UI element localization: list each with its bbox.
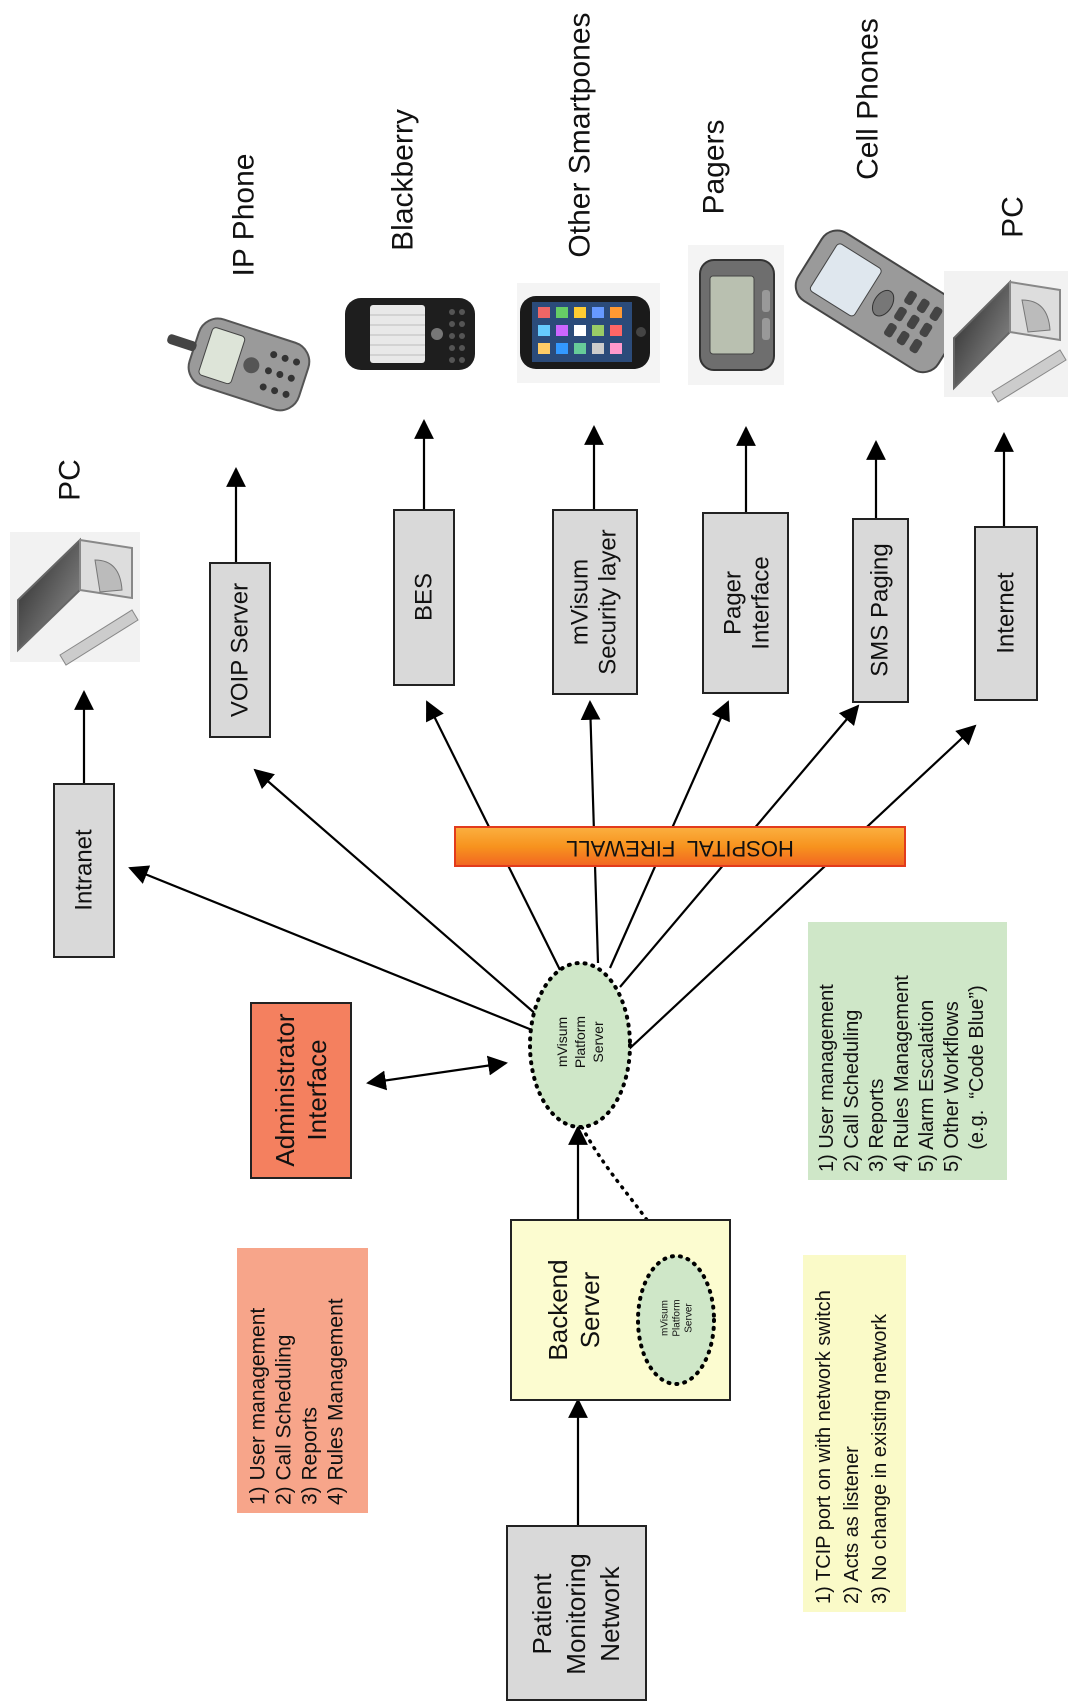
- backend-label-2: Server: [575, 1271, 605, 1348]
- device-label-pagers: Pagers: [698, 119, 731, 214]
- network-notes: 1) TCIP port on with network switch 2) A…: [803, 1255, 906, 1612]
- mvisum-platform-server: mVisum Platform Server: [528, 961, 632, 1129]
- pc-icon: [10, 532, 140, 666]
- gateway-intranet: Intranet: [53, 783, 115, 958]
- intranet-label: Intranet: [71, 829, 98, 911]
- platform-feature-5: 5) Alarm Escalation: [916, 1000, 938, 1172]
- arrow-admin-platform: [366, 1055, 508, 1091]
- admin-label-2: Interface: [302, 1039, 332, 1140]
- gateway-pager-interface: Pager Interface: [702, 512, 789, 694]
- platform-feature-3: 3) Reports: [866, 1079, 888, 1172]
- administrator-interface: Administrator Interface: [250, 1002, 352, 1179]
- voip-label: VOIP Server: [227, 583, 254, 717]
- arrow-to-internet: [627, 724, 977, 1051]
- admin-feature-4: 4) Rules Management: [325, 1298, 348, 1505]
- backend-server: Backend Server mVisum Platform Server: [510, 1219, 731, 1401]
- platform-label-3: Server: [590, 1021, 606, 1063]
- blackberry-icon: [345, 298, 475, 370]
- network-note-2: 2) Acts as listener: [841, 1446, 863, 1604]
- platform-feature-6: 5) Other Workflows: [941, 1001, 963, 1172]
- admin-feature-2: 2) Call Scheduling: [273, 1335, 296, 1505]
- firewall-label: HOSPITAL FIREWALL: [566, 836, 794, 861]
- platform-feature-1: 1) User management: [816, 984, 838, 1172]
- smartphone-icon: [517, 283, 660, 383]
- platform-feature-2: 2) Call Scheduling: [841, 1010, 863, 1172]
- admin-feature-1: 1) User management: [247, 1308, 270, 1505]
- device-label-blackberry: Blackberry: [387, 109, 420, 251]
- gateway-security-layer: mVisum Security layer: [552, 509, 638, 695]
- network-note-3: 3) No change in existing network: [869, 1313, 891, 1604]
- arrow-to-intranet: [128, 865, 533, 1032]
- pager-label-line1: Pager: [720, 571, 747, 635]
- patient-label-3: Network: [595, 1565, 625, 1661]
- security-label-line2: Security layer: [595, 529, 622, 674]
- device-label-cell-phones: Cell Phones: [852, 18, 885, 180]
- platform-label-1: mVisum: [554, 1017, 570, 1067]
- device-label-smartphones: Other Smartpones: [564, 12, 597, 257]
- device-label-pc-internet: PC: [997, 196, 1030, 238]
- cell-phone-icon: [794, 229, 966, 374]
- gateway-voip: VOIP Server: [209, 562, 271, 738]
- backend-label-1: Backend: [543, 1259, 573, 1360]
- ip-phone-icon: [167, 317, 311, 412]
- admin-feature-3: 3) Reports: [299, 1407, 322, 1505]
- admin-label-1: Administrator: [270, 1013, 300, 1166]
- gateway-bes: BES: [393, 509, 455, 686]
- device-label-ip-phone: IP Phone: [228, 154, 261, 277]
- internet-label: Internet: [993, 572, 1020, 654]
- gateway-sms-paging: SMS Paging: [852, 518, 909, 703]
- patient-label-2: Monitoring: [561, 1553, 591, 1674]
- pc-icon: [944, 271, 1068, 403]
- platform-feature-7: (e.g. “Code Blue”): [966, 985, 988, 1172]
- platform-features-note: 1) User management 2) Call Scheduling 3)…: [808, 922, 1007, 1180]
- pager-icon: [688, 245, 784, 385]
- platform-feature-4: 4) Rules Management: [891, 975, 913, 1172]
- hospital-firewall: HOSPITAL FIREWALL: [454, 826, 906, 867]
- patient-label-1: Patient: [527, 1573, 557, 1655]
- pager-label-line2: Interface: [748, 556, 775, 649]
- patient-monitoring-network: Patient Monitoring Network: [506, 1525, 647, 1701]
- bes-label: BES: [411, 573, 438, 621]
- embedded-label-1: mVisum: [660, 1300, 671, 1336]
- admin-features-note: 1) User management 2) Call Scheduling 3)…: [237, 1248, 368, 1513]
- arrow-to-voip: [253, 768, 539, 1017]
- network-note-1: 1) TCIP port on with network switch: [813, 1290, 835, 1604]
- sms-label: SMS Paging: [867, 543, 894, 676]
- embedded-label-3: Server: [684, 1303, 695, 1333]
- embedded-platform-server: mVisum Platform Server: [636, 1254, 716, 1386]
- platform-label-2: Platform: [572, 1016, 588, 1068]
- device-label-pc-intranet: PC: [54, 459, 87, 501]
- embedded-label-2: Platform: [672, 1299, 683, 1336]
- security-label-line1: mVisum: [567, 559, 594, 645]
- gateway-internet: Internet: [974, 526, 1038, 701]
